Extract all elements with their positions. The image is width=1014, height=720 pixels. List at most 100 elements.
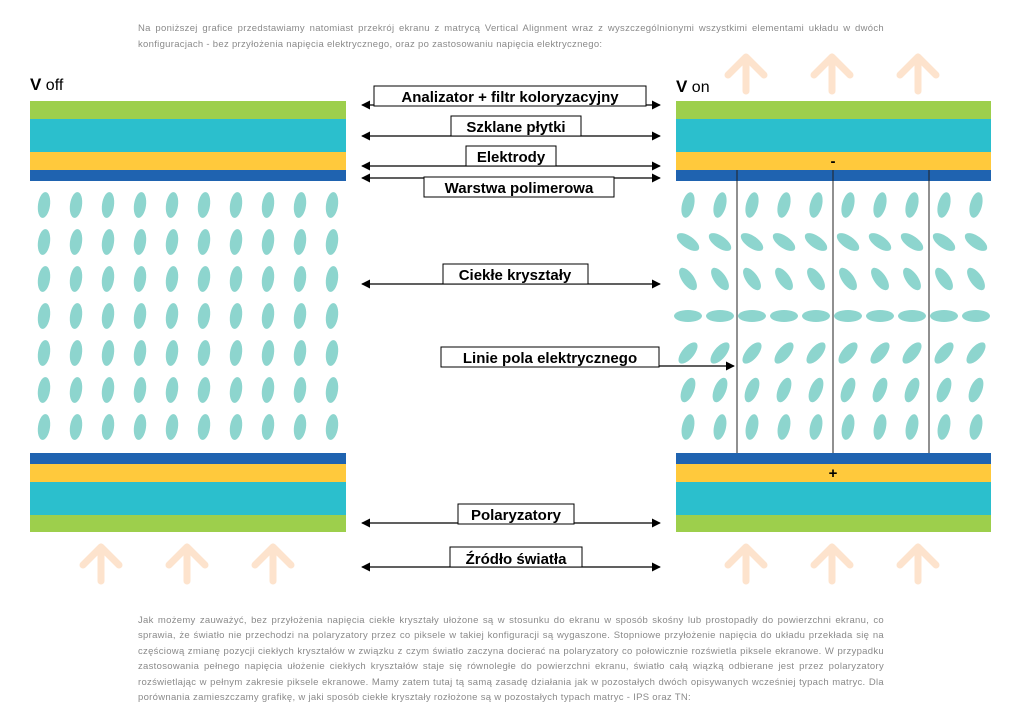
right-liquid-crystals — [674, 192, 990, 440]
liquid-crystal — [676, 233, 700, 251]
liquid-crystal — [966, 342, 986, 364]
light-arrows — [79, 53, 940, 585]
liquid-crystal — [261, 192, 275, 218]
light-arrow — [165, 543, 209, 585]
liquid-crystal — [841, 414, 855, 440]
liquid-crystal — [902, 342, 922, 364]
liquid-crystal — [261, 266, 275, 292]
electrodes-label: Elektrody — [477, 149, 546, 166]
liquid-crystal — [809, 414, 823, 440]
liquid-crystal — [836, 233, 860, 251]
minus-sign: - — [831, 153, 836, 170]
v-on-title: V on — [676, 77, 710, 96]
left-top-polarizer-layer — [30, 101, 346, 119]
liquid-crystal — [101, 303, 115, 329]
liquid-crystal — [69, 303, 83, 329]
polarizers-label: Polaryzatory — [471, 507, 562, 524]
electric-field-lines — [736, 170, 930, 464]
light-arrow — [896, 53, 940, 95]
light-source-label-box — [449, 546, 583, 568]
liquid-crystal — [325, 266, 339, 292]
liquid-crystal — [325, 303, 339, 329]
liquid-crystal — [197, 303, 211, 329]
liquid-crystal — [962, 310, 990, 322]
liquid-crystal — [898, 310, 926, 322]
liquid-crystal — [742, 342, 762, 364]
liquid-crystal — [713, 192, 727, 218]
liquid-crystal — [37, 303, 51, 329]
liquid-crystal — [775, 267, 793, 291]
liquid-crystal — [197, 377, 211, 403]
liquid-crystal — [165, 303, 179, 329]
light-arrow — [724, 53, 768, 95]
panel-v-on: V on - + — [674, 77, 991, 532]
liquid-crystal — [101, 340, 115, 366]
liquid-crystal — [679, 267, 697, 291]
liquid-crystal — [229, 377, 243, 403]
liquid-crystal — [834, 310, 862, 322]
right-bottom-polymer-layer — [676, 453, 991, 464]
right-top-electrode-layer — [676, 152, 991, 170]
liquid-crystal — [293, 266, 307, 292]
liquid-crystal — [69, 229, 83, 255]
liquid-crystal — [69, 192, 83, 218]
liquid-crystal — [133, 192, 147, 218]
left-liquid-crystals — [37, 192, 339, 440]
left-bottom-polarizer-layer — [30, 515, 346, 532]
glass-label-box — [450, 115, 582, 137]
polarizers-label-box — [457, 503, 575, 525]
liquid-crystal — [712, 377, 728, 403]
liquid-crystal — [738, 310, 766, 322]
liquid-crystal — [133, 229, 147, 255]
crystals-label: Ciekłe kryształy — [459, 267, 572, 284]
liquid-crystal — [37, 340, 51, 366]
electrodes-label-box — [465, 145, 557, 167]
liquid-crystal — [872, 377, 888, 403]
crystals-label-box — [442, 263, 589, 285]
liquid-crystal — [903, 267, 921, 291]
liquid-crystal — [744, 377, 760, 403]
liquid-crystal — [37, 266, 51, 292]
liquid-crystal — [866, 310, 894, 322]
liquid-crystal — [710, 342, 730, 364]
liquid-crystal — [101, 229, 115, 255]
liquid-crystal — [873, 414, 887, 440]
liquid-crystal — [708, 233, 732, 251]
left-top-polymer-layer — [30, 170, 346, 181]
liquid-crystal — [293, 414, 307, 440]
liquid-crystal — [935, 267, 953, 291]
liquid-crystal — [133, 340, 147, 366]
liquid-crystal — [930, 310, 958, 322]
liquid-crystal — [229, 229, 243, 255]
light-arrow — [79, 543, 123, 585]
liquid-crystal — [261, 414, 275, 440]
v-off-title: V off — [30, 75, 64, 94]
liquid-crystal — [165, 266, 179, 292]
liquid-crystal — [776, 377, 792, 403]
polymer-label: Warstwa polimerowa — [445, 180, 594, 197]
plus-sign: + — [829, 465, 838, 482]
light-arrow — [810, 543, 854, 585]
liquid-crystal — [325, 377, 339, 403]
liquid-crystal — [905, 414, 919, 440]
field-lines-label-box — [440, 346, 660, 368]
liquid-crystal — [713, 414, 727, 440]
right-top-glass-layer — [676, 119, 991, 152]
liquid-crystal — [934, 342, 954, 364]
liquid-crystal — [841, 192, 855, 218]
liquid-crystal — [229, 303, 243, 329]
liquid-crystal — [197, 266, 211, 292]
liquid-crystal — [101, 377, 115, 403]
center-labels: Analizator + filtr koloryzacyjny Szklane… — [361, 85, 735, 572]
liquid-crystal — [69, 377, 83, 403]
left-top-electrode-layer — [30, 152, 346, 170]
liquid-crystal — [681, 414, 695, 440]
liquid-crystal — [809, 192, 823, 218]
liquid-crystal — [969, 414, 983, 440]
liquid-crystal — [678, 342, 698, 364]
liquid-crystal — [229, 414, 243, 440]
liquid-crystal — [969, 192, 983, 218]
light-arrow — [810, 53, 854, 95]
liquid-crystal — [802, 310, 830, 322]
